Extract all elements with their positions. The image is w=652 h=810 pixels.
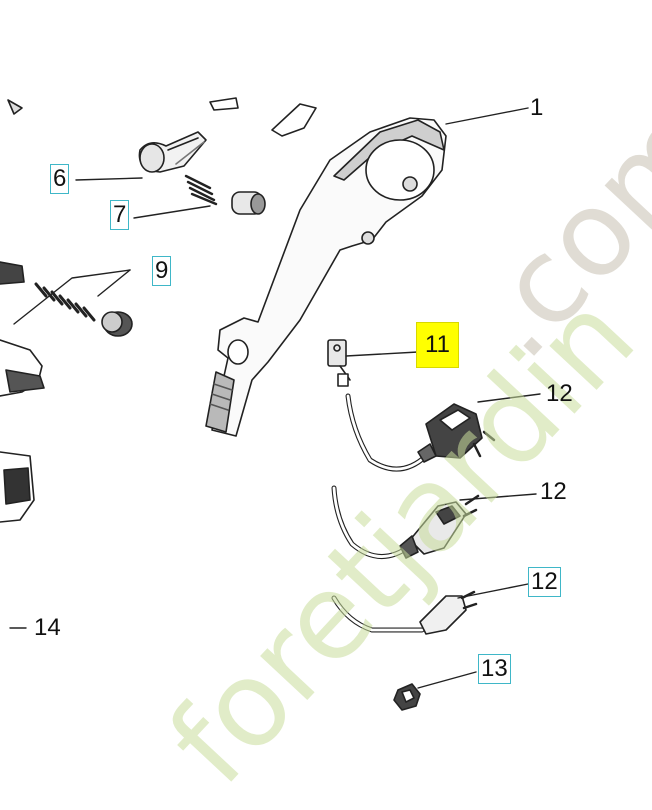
part-12-flat-plug	[331, 590, 478, 635]
edge-fragments	[0, 97, 317, 523]
part-12-uk-plug	[345, 393, 496, 472]
part-12-euro-plug	[331, 485, 480, 559]
callout-12-uk: 12	[546, 380, 573, 407]
part-1-handle	[205, 117, 447, 437]
part-11-connector	[327, 339, 351, 387]
callout-9: 9	[152, 256, 172, 286]
part-6-trigger	[138, 131, 207, 173]
callout-14: 14	[34, 614, 61, 641]
part-9-spring-nut	[34, 282, 133, 337]
callout-11-highlighted: 11	[416, 322, 459, 368]
callout-6: 6	[50, 164, 70, 194]
callout-7: 7	[110, 200, 130, 230]
callout-12-euro: 12	[540, 478, 567, 505]
callout-12-flat: 12	[528, 567, 561, 597]
part-13-block	[393, 683, 421, 711]
part-7-spring-button	[184, 174, 266, 215]
callout-13: 13	[478, 654, 511, 684]
leader-lines	[9, 107, 541, 689]
callout-1: 1	[530, 94, 544, 121]
